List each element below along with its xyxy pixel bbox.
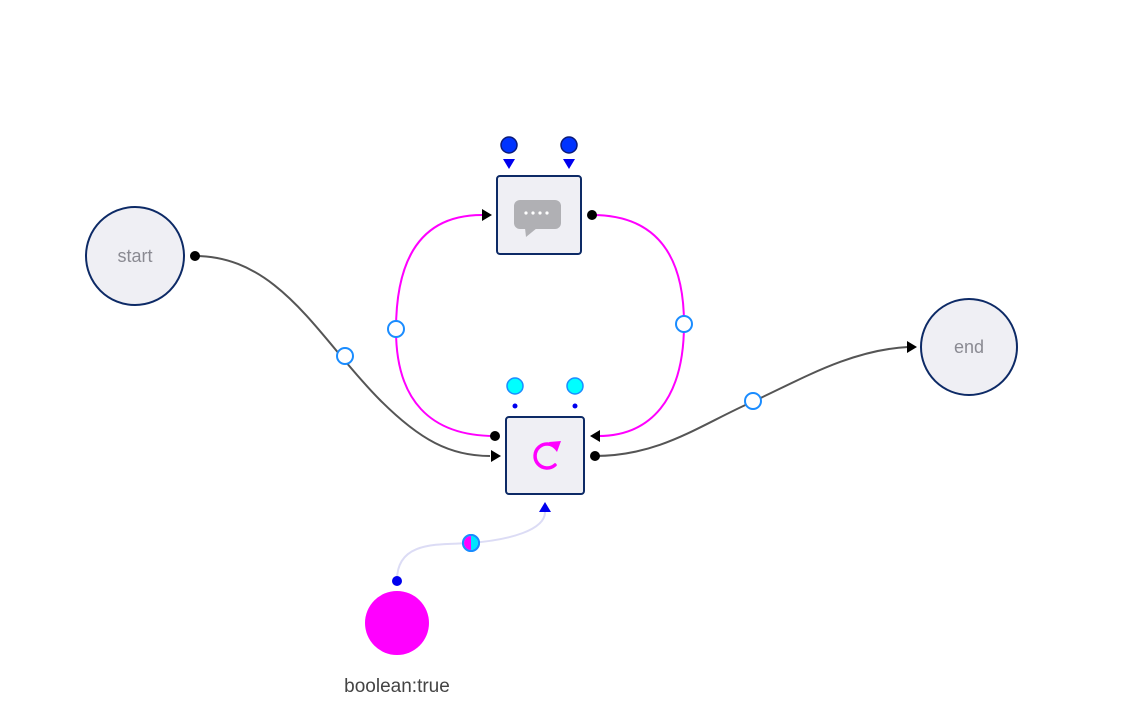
end-node[interactable]: end (920, 298, 1018, 396)
message-node[interactable] (496, 175, 582, 255)
loop-param-port-1[interactable] (506, 377, 524, 395)
data-arrow-up (539, 502, 551, 512)
loop-param-dot-2 (572, 403, 578, 409)
edge-arrow-start-to-loop (491, 450, 501, 462)
loop-output-port[interactable] (590, 451, 600, 461)
edge-arrow-message-to-loop (590, 430, 600, 442)
edge-handle-message-to-loop[interactable] (675, 315, 693, 333)
edge-arrow-loop-to-end (907, 341, 917, 353)
edge-handle-start-to-loop[interactable] (336, 347, 354, 365)
message-output-port[interactable] (587, 210, 597, 220)
edge-handle-loop-to-end[interactable] (744, 392, 762, 410)
edge-start-to-loop[interactable] (194, 255, 491, 457)
start-node-label: start (117, 246, 152, 266)
edge-handle-condition-to-loop[interactable] (462, 534, 480, 552)
chat-bubble-icon (514, 200, 561, 237)
refresh-icon (533, 441, 561, 470)
condition-output-port[interactable] (392, 576, 402, 586)
message-input-arrow-1 (503, 159, 515, 169)
message-input-port-2[interactable] (560, 136, 578, 154)
condition-node[interactable] (365, 591, 429, 655)
edge-message-to-loop[interactable] (591, 214, 686, 437)
edge-loop-to-message[interactable] (394, 214, 496, 437)
loop-param-dot-1 (512, 403, 518, 409)
edge-arrow-loop-to-message (482, 209, 492, 221)
loop-param-port-2[interactable] (566, 377, 584, 395)
loop-body-out-port[interactable] (490, 431, 500, 441)
start-node[interactable]: start (85, 206, 185, 306)
start-output-port[interactable] (190, 251, 200, 261)
loop-node[interactable] (505, 416, 585, 495)
end-node-label: end (954, 337, 984, 357)
edge-handle-loop-to-message[interactable] (387, 320, 405, 338)
condition-node-label: boolean:true (344, 676, 450, 697)
message-input-port-1[interactable] (500, 136, 518, 154)
message-input-arrow-2 (563, 159, 575, 169)
